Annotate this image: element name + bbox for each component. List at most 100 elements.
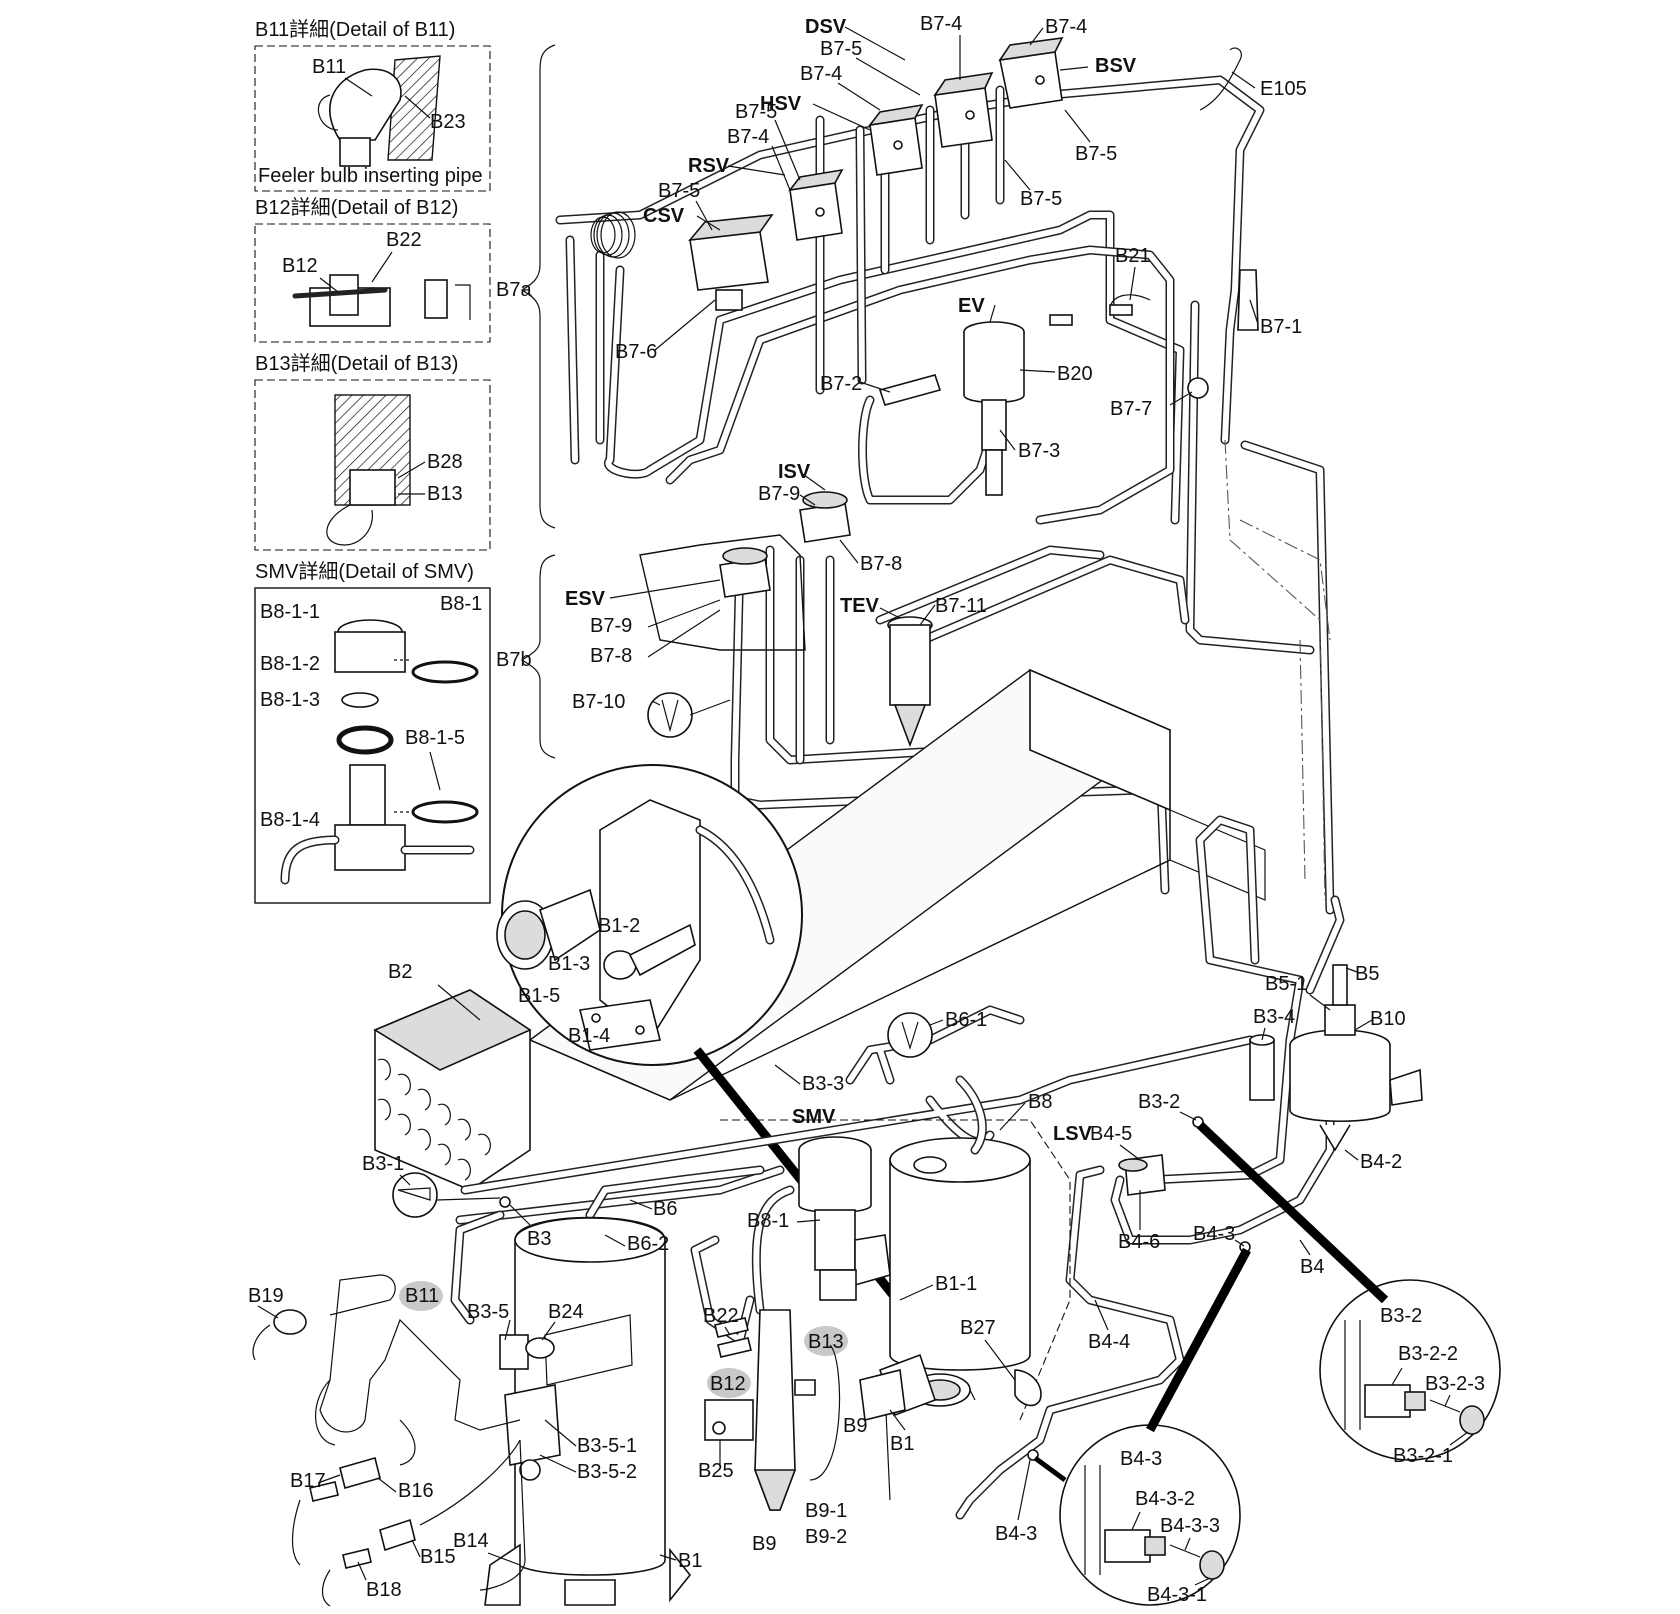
label-b4: B4 xyxy=(1300,1256,1324,1278)
sight-b7-10 xyxy=(647,692,693,738)
label-lsv: LSV xyxy=(1053,1123,1093,1145)
label-isv: ISV xyxy=(778,461,811,483)
label-inset-b23: B23 xyxy=(430,111,466,133)
label-b11: B11 xyxy=(405,1285,439,1307)
label-b7b: B7b xyxy=(496,649,532,671)
label-b25: B25 xyxy=(698,1460,734,1482)
label-ev: EV xyxy=(958,295,985,317)
label-b6-2: B6-2 xyxy=(627,1233,669,1255)
label-b3-5-1: B3-5-1 xyxy=(577,1435,637,1457)
label-b1-3: B1-3 xyxy=(548,953,590,975)
label-b18: B18 xyxy=(366,1579,402,1601)
inset-b13-frame xyxy=(254,379,491,551)
label-tev: TEV xyxy=(840,595,880,617)
inset-smv-title: SMV詳細(Detail of SMV) xyxy=(255,560,474,583)
label-b5: B5 xyxy=(1355,963,1379,985)
label-inset-b13: B13 xyxy=(427,483,463,505)
leader-b3-2 xyxy=(1196,1121,1389,1304)
label-b9-1: B9-1 xyxy=(805,1500,847,1522)
label-b7-4-c: B7-4 xyxy=(727,126,769,148)
label-b3-3: B3-3 xyxy=(802,1073,844,1095)
inset-smv: SMV詳細(Detail of SMV) B8-1-1 B8-1 B8-1-2 … xyxy=(254,560,491,904)
label-b4-6: B4-6 xyxy=(1118,1231,1160,1253)
inset-b11-frame xyxy=(254,45,491,192)
label-b7-4-b: B7-4 xyxy=(800,63,842,85)
label-b7-5-c: B7-5 xyxy=(658,180,700,202)
inset-b11: B11詳細(Detail of B11) B11 B23 Feeler bulb… xyxy=(254,18,491,192)
label-b8-1-5: B8-1-5 xyxy=(405,727,465,749)
label-bsv: BSV xyxy=(1095,55,1137,77)
callout-b12 xyxy=(707,1368,751,1398)
valve-lsv[interactable] xyxy=(1118,1154,1166,1196)
detail-b4-3: B4-3 B4-3-2 B4-3-3 B4-3-1 xyxy=(1059,1424,1241,1606)
pressure-switch-b3-5 xyxy=(499,1334,555,1370)
callout-b11 xyxy=(399,1281,443,1311)
label-b1-5: B1-5 xyxy=(518,985,560,1007)
valve-bsv[interactable] xyxy=(998,37,1064,109)
label-b4-3-3: B4-3-3 xyxy=(1160,1515,1220,1537)
label-b7-10: B7-10 xyxy=(572,691,625,713)
valve-esv[interactable] xyxy=(719,547,771,598)
label-rsv: RSV xyxy=(688,155,730,177)
label-b4-3-upper: B4-3 xyxy=(1193,1223,1235,1245)
valve-smv[interactable] xyxy=(798,1136,891,1301)
label-b19: B19 xyxy=(248,1285,284,1307)
leader-b4-3 xyxy=(1146,1247,1251,1433)
label-b20: B20 xyxy=(1057,363,1093,385)
label-b7-1: B7-1 xyxy=(1260,316,1302,338)
label-dsv: DSV xyxy=(805,16,847,38)
valve-rsv[interactable] xyxy=(788,168,844,241)
label-b13: B13 xyxy=(808,1331,844,1353)
label-e105: E105 xyxy=(1260,78,1307,100)
label-b15: B15 xyxy=(420,1546,456,1568)
label-b7-7: B7-7 xyxy=(1110,398,1152,420)
label-b8-1-main: B8-1 xyxy=(747,1210,789,1232)
inset-smv-washer xyxy=(341,692,379,708)
label-csv: CSV xyxy=(643,205,685,227)
valve-csv[interactable] xyxy=(688,214,774,311)
inset-smv-frame xyxy=(254,587,491,904)
label-esv: ESV xyxy=(565,588,606,610)
label-b1-left: B1 xyxy=(678,1550,702,1572)
valve-ev[interactable] xyxy=(963,321,1025,496)
label-b3-2-2: B3-2-2 xyxy=(1398,1343,1458,1365)
label-b1-2: B1-2 xyxy=(598,915,640,937)
compressor-b1-right xyxy=(859,1137,1042,1501)
label-b7a: B7a xyxy=(496,279,532,301)
label-b7-3: B7-3 xyxy=(1018,440,1060,462)
label-b7-6: B7-6 xyxy=(615,341,657,363)
label-b3-2-detail: B3-2 xyxy=(1380,1305,1422,1327)
connector-b20 xyxy=(1049,314,1073,326)
label-b16: B16 xyxy=(398,1480,434,1502)
inset-b11-bulb xyxy=(329,68,402,141)
label-b3-2: B3-2 xyxy=(1138,1091,1180,1113)
inset-b12-bolt xyxy=(424,279,448,319)
label-b7-5-a: B7-5 xyxy=(820,38,862,60)
label-b3-5-2: B3-5-2 xyxy=(577,1461,637,1483)
label-b3-1: B3-1 xyxy=(362,1153,404,1175)
upper-piping xyxy=(555,75,1335,915)
label-b7-5-d: B7-5 xyxy=(1075,143,1117,165)
inset-b11-hatched-pipe xyxy=(387,55,441,161)
inset-smv-o-ring-1 xyxy=(411,660,479,684)
label-b21: B21 xyxy=(1115,245,1151,267)
label-b3-4: B3-4 xyxy=(1253,1006,1295,1028)
strainer-b7-2 xyxy=(878,374,942,406)
label-b4-4: B4-4 xyxy=(1088,1331,1130,1353)
label-b5-1: B5-1 xyxy=(1265,973,1307,995)
valve-hsv[interactable] xyxy=(868,103,924,176)
label-inset-b11: B11 xyxy=(312,56,346,78)
port-b3 xyxy=(499,1196,511,1208)
connector-b21 xyxy=(1109,304,1133,316)
label-b7-9-lower: B7-9 xyxy=(590,615,632,637)
label-b7-9-upper: B7-9 xyxy=(758,483,800,505)
valve-dsv[interactable] xyxy=(933,71,994,148)
label-b8-1-2: B8-1-2 xyxy=(260,653,320,675)
valve-tev[interactable] xyxy=(887,616,933,748)
brace-b7a xyxy=(520,44,556,529)
label-b7-5-e: B7-5 xyxy=(1020,188,1062,210)
magnifier-b1-detail xyxy=(496,764,803,1066)
inset-b11-stem xyxy=(339,137,371,167)
muffler-b9 xyxy=(753,1309,816,1511)
